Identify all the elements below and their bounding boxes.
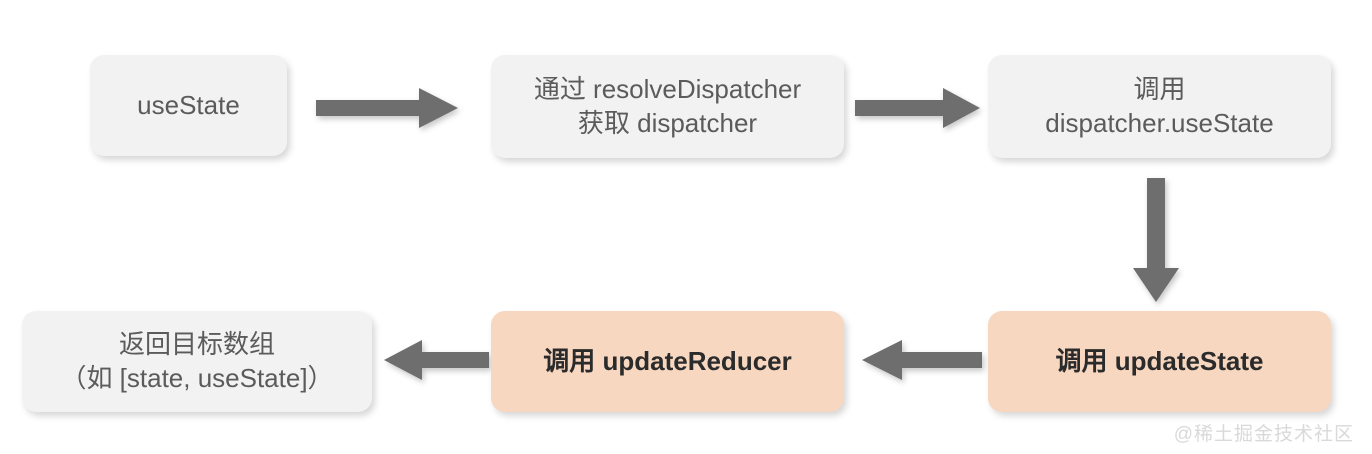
flow-node-update-state-label: 调用 updateState xyxy=(1055,345,1264,376)
flow-node-return-array[interactable]: 返回目标数组 （如 [state, useState]） xyxy=(22,311,372,412)
arrow-usestate-to-resolve xyxy=(316,86,458,130)
flow-node-resolve-dispatcher-label: 通过 resolveDispatcher 获取 dispatcher xyxy=(533,73,802,138)
flow-node-dispatcher-usestate-label: 调用 dispatcher.useState xyxy=(1045,73,1274,138)
flow-node-update-state[interactable]: 调用 updateState xyxy=(988,311,1331,412)
flow-node-resolve-dispatcher[interactable]: 通过 resolveDispatcher 获取 dispatcher xyxy=(491,55,844,158)
arrow-updatestate-to-updatereducer xyxy=(862,338,982,382)
arrow-resolve-to-dispatcher xyxy=(855,86,980,130)
flow-node-usestate-label: useState xyxy=(137,89,240,120)
arrow-updatereducer-to-return xyxy=(384,338,489,382)
flow-node-update-reducer[interactable]: 调用 updateReducer xyxy=(491,311,844,412)
flow-node-update-reducer-label: 调用 updateReducer xyxy=(543,345,792,376)
arrow-dispatcher-to-updatestate xyxy=(1133,178,1183,302)
flow-node-dispatcher-usestate[interactable]: 调用 dispatcher.useState xyxy=(988,55,1331,158)
flow-node-usestate[interactable]: useState xyxy=(90,55,287,156)
flow-node-return-array-label: 返回目标数组 （如 [state, useState]） xyxy=(60,328,334,393)
watermark: @稀土掘金技术社区 xyxy=(1173,424,1354,445)
